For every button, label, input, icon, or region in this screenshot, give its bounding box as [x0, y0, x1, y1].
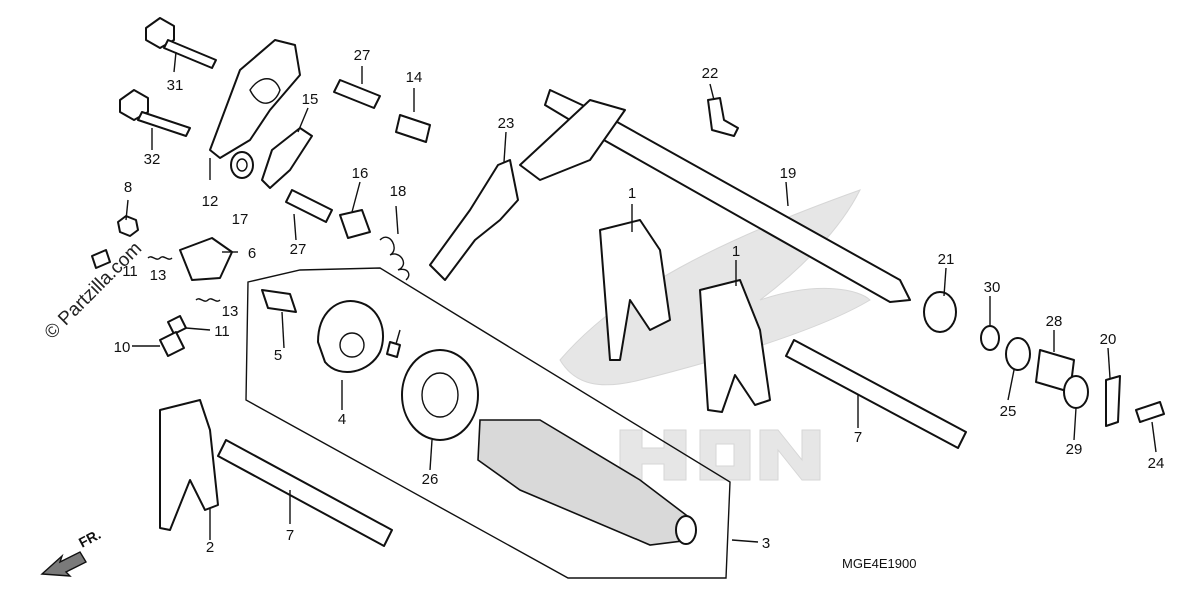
callout-29: 29	[1066, 441, 1083, 458]
callout-2: 2	[206, 539, 214, 556]
callout-labels: 31 32 12 27 14 15 16 18 17 27 23 22 19 1…	[114, 47, 1165, 556]
callout-16: 16	[352, 165, 369, 182]
callout-11-a: 11	[122, 263, 138, 280]
group-outline	[245, 267, 731, 579]
spring-18	[379, 236, 410, 281]
callout-1-a: 1	[628, 185, 636, 202]
callout-1-b: 1	[732, 243, 740, 260]
cam-plate-4	[317, 300, 384, 373]
callout-15: 15	[302, 91, 319, 108]
circlip-30	[980, 325, 1000, 351]
callout-7-b: 7	[854, 429, 862, 446]
pin-27-lower	[285, 189, 333, 223]
callout-21: 21	[938, 251, 955, 268]
stopper-arm-6	[179, 237, 233, 281]
callout-20: 20	[1100, 331, 1117, 348]
callout-28: 28	[1046, 313, 1063, 330]
lever-15	[261, 127, 313, 189]
callout-24: 24	[1148, 455, 1165, 472]
washer-17	[230, 151, 254, 179]
bolt-22	[707, 97, 739, 137]
shift-fork-2	[159, 399, 219, 531]
fork-shaft-7-left	[217, 439, 393, 547]
callout-27-a: 27	[354, 47, 371, 64]
callout-27-b: 27	[290, 241, 307, 258]
washer-25	[1005, 337, 1031, 371]
callout-31-b: 32	[144, 151, 161, 168]
callout-13-b: 13	[222, 303, 239, 320]
callout-5: 5	[274, 347, 282, 364]
callout-6: 6	[248, 245, 256, 262]
shift-fork-1-lower	[699, 279, 771, 413]
callout-17: 17	[232, 211, 249, 228]
collar-14	[395, 114, 431, 143]
nut-8	[117, 215, 139, 237]
guide-plate-23	[429, 159, 519, 281]
stopper-plate-12	[209, 39, 301, 159]
callout-7-a: 7	[286, 527, 294, 544]
spring-13	[147, 256, 173, 260]
bolt-31-upper	[145, 17, 217, 69]
bolt-24	[1135, 401, 1165, 423]
bearing-26	[401, 349, 479, 441]
callout-30: 30	[984, 279, 1001, 296]
callout-14: 14	[406, 69, 423, 86]
callout-26: 26	[422, 471, 439, 488]
spring-21	[923, 291, 957, 333]
callout-11-b: 11	[214, 323, 230, 340]
callout-19: 19	[780, 165, 797, 182]
washer-29	[1063, 375, 1089, 409]
bolt-31-lower	[119, 89, 191, 137]
callout-8: 8	[124, 179, 132, 196]
fork-shaft-7-right	[785, 339, 967, 449]
callout-10: 10	[114, 339, 131, 356]
callout-3: 3	[762, 535, 770, 552]
diagram-code: MGE4E1900	[842, 556, 916, 571]
collar-16	[339, 209, 371, 239]
callout-23: 23	[498, 115, 515, 132]
plunger-10	[159, 331, 185, 357]
pin-27-upper	[333, 79, 381, 109]
front-direction-arrow: FR.	[40, 526, 103, 577]
leader-lines	[125, 51, 1157, 543]
callout-4: 4	[338, 411, 346, 428]
direction-label: FR.	[76, 526, 103, 551]
callout-31-a: 31	[167, 77, 184, 94]
callout-22: 22	[702, 65, 719, 82]
plate-20	[1105, 375, 1121, 427]
shift-fork-1-upper	[599, 219, 671, 361]
shift-fork-shaft-19	[544, 89, 911, 303]
callout-25: 25	[1000, 403, 1017, 420]
bolt-5	[261, 289, 297, 313]
callout-13-a: 13	[150, 267, 167, 284]
pin-11	[91, 249, 111, 269]
callout-18: 18	[390, 183, 407, 200]
watermark-text: © Partzilla.com	[41, 238, 146, 343]
callout-12: 12	[202, 193, 219, 210]
pin-32	[386, 341, 401, 358]
